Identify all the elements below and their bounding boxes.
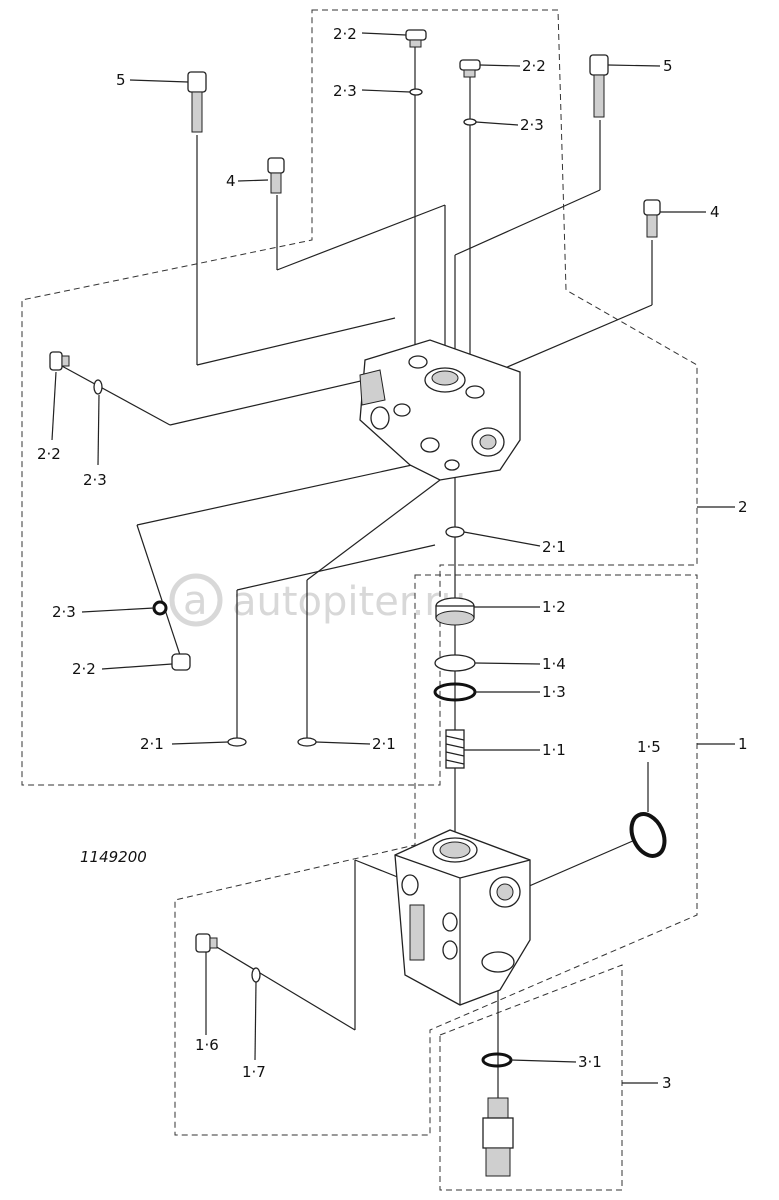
valve-body-lower [394, 829, 531, 1006]
label-2-2-left: 2·2 [37, 445, 61, 463]
label-2-2-top-b: 2·2 [522, 57, 546, 75]
label-5-left: 5 [116, 71, 126, 89]
label-2-1-low-a: 2·1 [140, 735, 164, 753]
label-4-left: 4 [226, 172, 236, 190]
label-1-3: 1·3 [542, 683, 566, 701]
label-1-5: 1·5 [637, 738, 661, 756]
label-3: 3 [662, 1074, 672, 1092]
group-2-boundary [21, 9, 698, 786]
svg-text:a: a [183, 578, 208, 624]
hardware [49, 29, 667, 1177]
label-1-1: 1·1 [542, 741, 566, 759]
label-2-3-mid: 2·3 [52, 603, 76, 621]
group-1-boundary [174, 574, 698, 1136]
label-2-3-left: 2·3 [83, 471, 107, 489]
leader-lines [51, 32, 735, 1084]
group-boundaries [21, 9, 698, 1191]
label-2-2-top-a: 2·2 [333, 25, 357, 43]
group-3-boundary [439, 964, 623, 1191]
valve-body-upper [359, 339, 521, 481]
label-3-1: 3·1 [578, 1053, 602, 1071]
spring [445, 729, 465, 769]
label-1-7: 1·7 [242, 1063, 266, 1081]
label-2-1-mid: 2·1 [542, 538, 566, 556]
label-2: 2 [738, 498, 748, 516]
label-4-right: 4 [710, 203, 720, 221]
label-1-2: 1·2 [542, 598, 566, 616]
pressure-sensor [482, 1097, 514, 1177]
label-2-3-top-a: 2·3 [333, 82, 357, 100]
watermark-text: autopiter.ru [232, 579, 466, 625]
label-1: 1 [738, 735, 748, 753]
label-1-4: 1·4 [542, 655, 566, 673]
watermark: a autopiter.ru [169, 573, 466, 627]
part-labels: 2·2 2·3 2·2 2·3 5 5 4 4 2·2 2·3 2 2·1 2·… [37, 25, 748, 1092]
label-2-3-top-b: 2·3 [520, 116, 544, 134]
label-5-right: 5 [663, 57, 673, 75]
label-1-6: 1·6 [195, 1036, 219, 1054]
label-2-1-low-b: 2·1 [372, 735, 396, 753]
label-2-2-mid: 2·2 [72, 660, 96, 678]
drawing-number: 1149200 [80, 848, 147, 866]
